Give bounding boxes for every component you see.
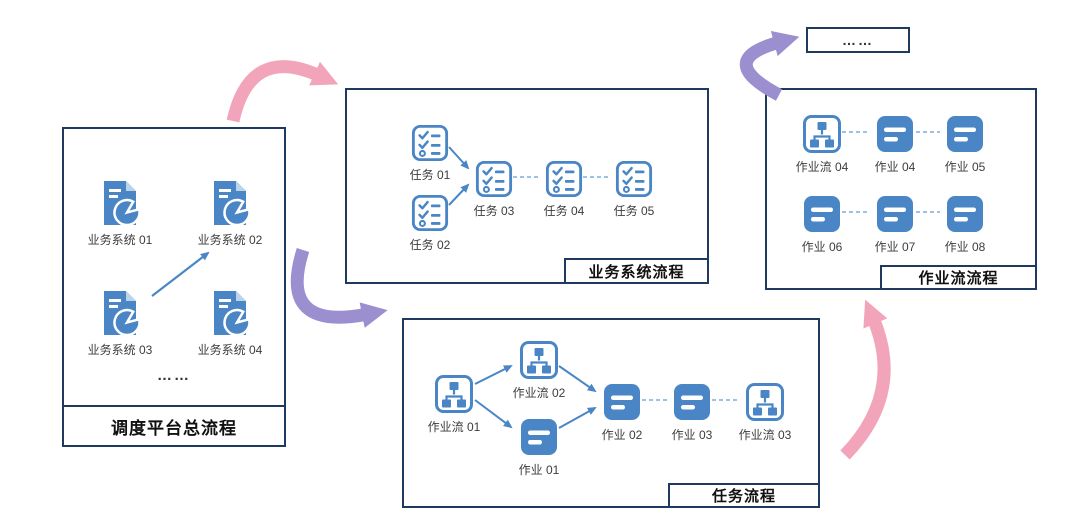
node-jobflow-03: 作业流 03	[725, 382, 805, 443]
node-task-03: 任务 03	[454, 160, 534, 219]
node-job-04: 作业 04	[855, 114, 935, 175]
node-system-03: 业务系统 03	[80, 289, 160, 358]
org-chart-icon	[519, 340, 559, 380]
jobflow-box: 作业流 04 作业 04 作业 05 作业 06 作业 07 作业 08 作业流…	[765, 88, 1037, 290]
node-jobflow-04: 作业流 04	[782, 114, 862, 175]
job-icon	[672, 382, 712, 422]
node-label: 任务 02	[409, 238, 451, 252]
checklist-icon	[411, 194, 449, 232]
node-system-02: 业务系统 02	[190, 179, 270, 248]
document-icon	[206, 179, 254, 227]
job-icon	[875, 114, 915, 154]
node-label: 作业 02	[601, 428, 643, 442]
job-icon	[519, 417, 559, 457]
node-label: 任务 04	[543, 204, 585, 218]
main-process-box: 业务系统 01 业务系统 02 业务系统 03 业务系统 04 …… 调度平台总…	[62, 127, 286, 447]
node-label: 任务 05	[613, 204, 655, 218]
org-chart-icon	[745, 382, 785, 422]
checklist-icon	[411, 124, 449, 162]
node-job-03: 作业 03	[652, 382, 732, 443]
node-label: 作业 04	[874, 160, 916, 174]
task-flow-title: 任务流程	[668, 483, 820, 508]
node-job-08: 作业 08	[925, 194, 1005, 255]
node-system-04: 业务系统 04	[190, 289, 270, 358]
job-icon	[875, 194, 915, 234]
node-label: 作业 06	[801, 240, 843, 254]
pink-arrow-main-to-business	[226, 60, 339, 123]
node-label: 作业流 04	[795, 160, 849, 174]
org-chart-icon	[434, 374, 474, 414]
node-label: 作业 08	[944, 240, 986, 254]
job-icon	[945, 194, 985, 234]
node-jobflow-01: 作业流 01	[414, 374, 494, 435]
main-process-title: 调度平台总流程	[64, 405, 284, 445]
node-task-05: 任务 05	[594, 160, 674, 219]
node-label: 业务系统 02	[197, 233, 263, 247]
business-system-title: 业务系统流程	[564, 258, 709, 284]
node-label: 作业 03	[671, 428, 713, 442]
node-label: 作业流 01	[427, 420, 481, 434]
node-label: 作业流 03	[738, 428, 792, 442]
node-label: 业务系统 01	[87, 233, 153, 247]
jobflow-title: 作业流流程	[880, 265, 1037, 290]
node-label: 作业 01	[518, 463, 560, 477]
org-chart-icon	[802, 114, 842, 154]
node-label: 作业 05	[944, 160, 986, 174]
node-label: 业务系统 03	[87, 343, 153, 357]
node-jobflow-02: 作业流 02	[499, 340, 579, 401]
business-system-box: 任务 01 任务 02 任务 03 任务 04 任务 05 业务系统流程	[345, 88, 709, 284]
node-job-01: 作业 01	[499, 417, 579, 478]
more-flows-label: ……	[842, 32, 874, 48]
checklist-icon	[475, 160, 513, 198]
node-label: 作业 07	[874, 240, 916, 254]
checklist-icon	[545, 160, 583, 198]
job-icon	[602, 382, 642, 422]
node-task-01: 任务 01	[390, 124, 470, 183]
node-job-07: 作业 07	[855, 194, 935, 255]
node-label: 业务系统 04	[197, 343, 263, 357]
node-task-02: 任务 02	[390, 194, 470, 253]
checklist-icon	[615, 160, 653, 198]
node-system-01: 业务系统 01	[80, 179, 160, 248]
job-icon	[802, 194, 842, 234]
document-icon	[206, 289, 254, 337]
document-icon	[96, 179, 144, 227]
task-flow-box: 作业流 01 作业流 02 作业 01 作业 02 作业 03 作业流 03 任…	[402, 318, 820, 508]
job-icon	[945, 114, 985, 154]
node-task-04: 任务 04	[524, 160, 604, 219]
ellipsis-text: ……	[157, 367, 191, 384]
node-label: 任务 01	[409, 168, 451, 182]
more-flows-box: ……	[806, 27, 910, 53]
node-job-06: 作业 06	[782, 194, 862, 255]
node-label: 作业流 02	[512, 386, 566, 400]
node-job-02: 作业 02	[582, 382, 662, 443]
node-label: 任务 03	[473, 204, 515, 218]
pink-arrow-task-to-jobflow	[840, 299, 891, 460]
node-job-05: 作业 05	[925, 114, 1005, 175]
document-icon	[96, 289, 144, 337]
